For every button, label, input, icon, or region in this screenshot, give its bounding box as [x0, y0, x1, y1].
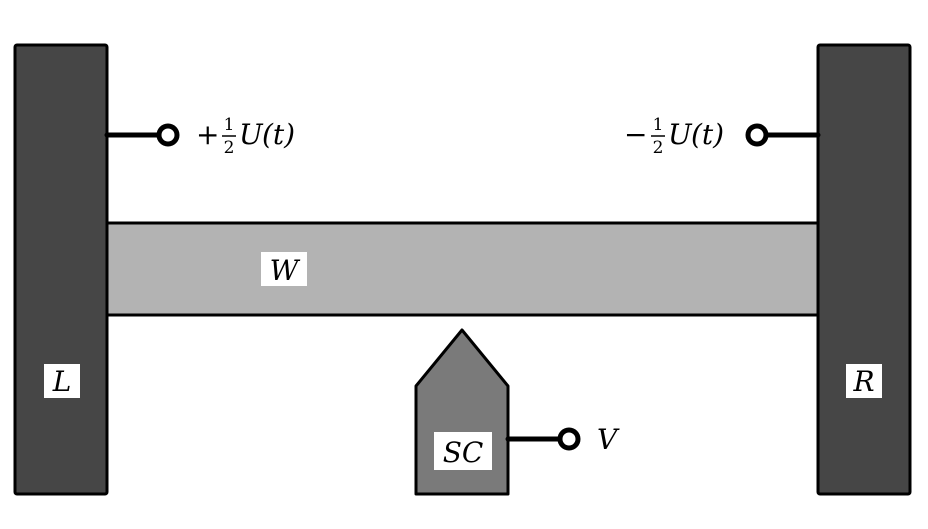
left-terminal-label: + 1 2 U (t) [196, 115, 295, 158]
left-lead-label: L [52, 365, 72, 398]
right-terminal-label: − 1 2 U (t) [624, 115, 724, 158]
left-lead [13, 43, 109, 496]
superconductor-label: SC [443, 436, 484, 469]
left-terminal-num: 1 [224, 115, 235, 135]
left-terminal-sign: + [196, 118, 219, 151]
left-terminal-icon [156, 123, 180, 147]
right-terminal-den: 2 [653, 138, 664, 158]
left-terminal-symbol: U [239, 118, 264, 151]
right-terminal-arg: (t) [691, 118, 724, 151]
right-terminal-num: 1 [653, 115, 664, 135]
right-terminal-icon [745, 123, 769, 147]
right-terminal-sign: − [624, 118, 647, 151]
gate-terminal-icon [557, 427, 581, 451]
wire-label: W [270, 254, 301, 287]
gate-terminal-label: V [597, 423, 620, 456]
left-terminal-den: 2 [224, 138, 235, 158]
left-terminal-arg: (t) [262, 118, 295, 151]
right-lead-label: R [852, 365, 874, 398]
wire-body [106, 223, 820, 315]
right-lead [816, 43, 912, 496]
right-terminal-symbol: U [668, 118, 693, 151]
